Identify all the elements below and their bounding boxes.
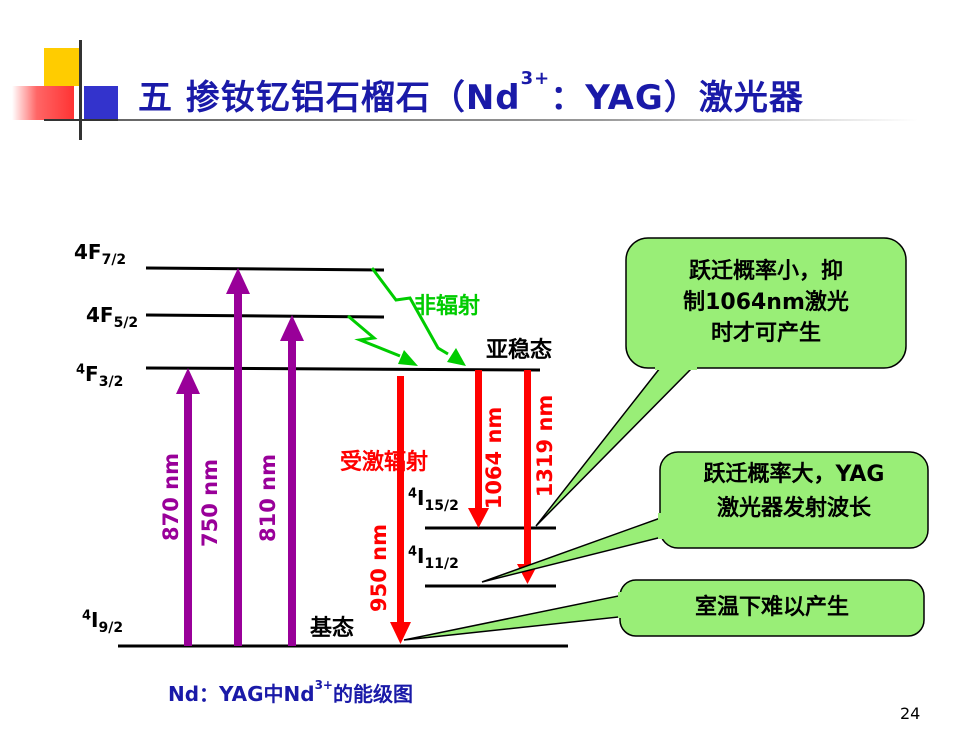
title-suffix: ：YAG）激光器 bbox=[550, 78, 804, 118]
deco-vertical-line bbox=[79, 40, 82, 140]
deco-yellow-square bbox=[44, 48, 80, 86]
pump-arrow-810 bbox=[280, 315, 304, 646]
label-4i112: 4I11/2 bbox=[408, 544, 459, 572]
label-nonradiative: 非辐射 bbox=[414, 294, 481, 319]
pump-arrow-870 bbox=[176, 368, 200, 646]
level-4f52-line bbox=[145, 313, 385, 319]
label-4i92: 4I9/2 bbox=[82, 608, 124, 636]
callout-text-3: 室温下难以产生 bbox=[694, 595, 849, 620]
wavelength-label-810: 810 nm bbox=[256, 454, 280, 542]
emission-arrow-1064 bbox=[468, 370, 489, 528]
callout-box-2 bbox=[481, 451, 929, 583]
wavelength-label-870: 870 nm bbox=[159, 453, 183, 541]
page-title: 五 掺钕钇铝石榴石（Nd3+：YAG）激光器 bbox=[138, 68, 804, 119]
label-ground-state: 基态 bbox=[310, 616, 355, 641]
label-stimulated-emission: 受激辐射 bbox=[340, 450, 429, 475]
level-4f72-line bbox=[145, 266, 385, 272]
label-4f32: 4F3/2 bbox=[76, 362, 124, 390]
diagram-caption: Nd：YAG中Nd3+的能级图 bbox=[168, 678, 413, 706]
nonrad-arrow-upper bbox=[370, 267, 466, 366]
wavelength-label-750: 750 nm bbox=[198, 459, 222, 547]
deco-blue-square bbox=[84, 86, 118, 120]
deco-red-square bbox=[12, 86, 74, 120]
callout-box-3 bbox=[403, 579, 925, 641]
label-metastable: 亚稳态 bbox=[486, 338, 553, 363]
callout-text-1: 跃迁概率小，抑 制1064nm激光 时才可产生 bbox=[683, 259, 849, 346]
level-4f32-line bbox=[145, 366, 541, 372]
page-number: 24 bbox=[900, 704, 921, 723]
emission-arrow-950 bbox=[390, 376, 411, 644]
wavelength-label-1064: 1064 nm bbox=[482, 406, 506, 510]
title-underline bbox=[118, 119, 918, 121]
nonrad-arrow-lower bbox=[347, 314, 418, 366]
title-sup: 3+ bbox=[520, 68, 551, 89]
callout-text-2: 跃迁概率大，YAG 激光器发射波长 bbox=[703, 462, 885, 521]
wavelength-label-1319: 1319 nm bbox=[533, 394, 557, 498]
label-4i152: 4I15/2 bbox=[408, 486, 459, 514]
deco-horizontal-line bbox=[44, 119, 122, 121]
title-prefix: 五 掺钕钇铝石榴石（Nd bbox=[138, 78, 521, 118]
callout-box-1 bbox=[535, 237, 907, 527]
label-4f72: 4F7/2 bbox=[74, 240, 127, 268]
pump-arrow-750 bbox=[226, 268, 250, 646]
wavelength-label-950: 950 nm bbox=[367, 524, 391, 612]
label-4f52: 4F5/2 bbox=[86, 303, 139, 331]
